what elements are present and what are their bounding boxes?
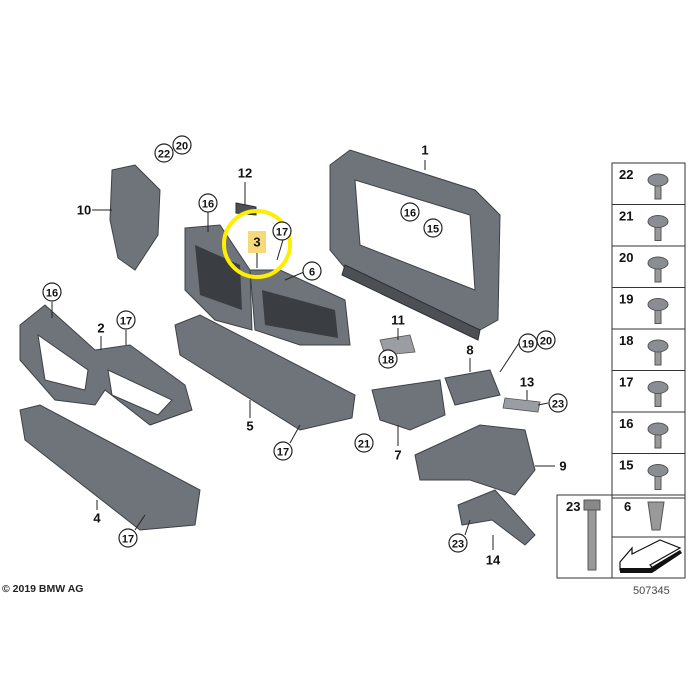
part-14-bracket[interactable] bbox=[457, 489, 536, 546]
callout-1[interactable]: 1 bbox=[421, 143, 428, 158]
callout-17[interactable]: 17 bbox=[118, 528, 138, 548]
fastener-17-icon bbox=[647, 381, 669, 407]
callout-12[interactable]: 12 bbox=[238, 166, 252, 181]
part-1-frame[interactable] bbox=[329, 149, 501, 341]
callout-22[interactable]: 22 bbox=[154, 143, 174, 163]
callout-16[interactable]: 16 bbox=[400, 202, 420, 222]
fastener-18-icon bbox=[647, 339, 669, 366]
callout-14[interactable]: 14 bbox=[486, 553, 501, 568]
copyright: © 2019 BMW AG bbox=[2, 583, 83, 595]
callout-label: 3 bbox=[253, 235, 260, 250]
part-10-duct[interactable] bbox=[109, 164, 161, 271]
callout-3[interactable]: 3 bbox=[253, 235, 260, 250]
callout-13[interactable]: 13 bbox=[520, 375, 534, 390]
callout-label: 16 bbox=[46, 288, 58, 300]
callout-label: 11 bbox=[391, 313, 405, 328]
callout-label: 16 bbox=[404, 208, 416, 220]
callout-label: 21 bbox=[358, 439, 370, 451]
callout-label: 22 bbox=[158, 149, 170, 161]
callout-8[interactable]: 8 bbox=[466, 343, 473, 358]
callout-label: 17 bbox=[122, 534, 134, 546]
nut-6-icon bbox=[647, 501, 665, 531]
callout-label: 13 bbox=[520, 375, 534, 390]
callout-label: 12 bbox=[238, 166, 252, 181]
callout-9[interactable]: 9 bbox=[559, 459, 566, 474]
callout-label: 14 bbox=[486, 553, 501, 568]
callout-23[interactable]: 23 bbox=[548, 393, 568, 413]
callout-label: 8 bbox=[466, 343, 473, 358]
fastener-19-icon bbox=[647, 298, 669, 324]
part-2-grille-frame[interactable] bbox=[19, 304, 193, 426]
callout-15[interactable]: 15 bbox=[423, 218, 443, 238]
callout-20[interactable]: 20 bbox=[172, 135, 192, 155]
callout-7[interactable]: 7 bbox=[394, 448, 401, 463]
callout-label: 2 bbox=[97, 321, 104, 336]
callout-label: 6 bbox=[309, 267, 315, 279]
leader-lines bbox=[51, 160, 555, 550]
table-label-22: 22 bbox=[619, 167, 633, 182]
callout-label: 5 bbox=[246, 419, 253, 434]
callout-label: 18 bbox=[382, 355, 394, 367]
callout-20[interactable]: 20 bbox=[536, 330, 556, 350]
highlight-box bbox=[248, 231, 266, 253]
part-4-shutter[interactable] bbox=[19, 404, 201, 531]
table-label-21: 21 bbox=[619, 209, 633, 224]
callout-label: 4 bbox=[93, 511, 101, 526]
callout-label: 17 bbox=[276, 227, 288, 239]
callout-5[interactable]: 5 bbox=[246, 419, 253, 434]
callout-18[interactable]: 18 bbox=[378, 349, 398, 369]
fastener-16-icon bbox=[647, 422, 669, 449]
callout-11[interactable]: 11 bbox=[391, 313, 405, 328]
diagram-number: 507345 bbox=[633, 585, 670, 597]
callout-16[interactable]: 16 bbox=[42, 282, 62, 302]
fastener-table bbox=[556, 162, 686, 579]
callout-label: 23 bbox=[552, 399, 564, 411]
part-7-duct[interactable] bbox=[371, 379, 446, 431]
callout-label: 9 bbox=[559, 459, 566, 474]
callout-21[interactable]: 21 bbox=[354, 433, 374, 453]
callout-label: 15 bbox=[427, 224, 439, 236]
table-label-6: 6 bbox=[624, 499, 631, 514]
callout-10[interactable]: 10 bbox=[77, 203, 91, 218]
callout-4[interactable]: 4 bbox=[93, 511, 101, 526]
part-9-duct[interactable] bbox=[414, 424, 536, 496]
callout-label: 7 bbox=[394, 448, 401, 463]
callout-label: 17 bbox=[120, 316, 132, 328]
callout-label: 19 bbox=[522, 339, 534, 351]
callout-label: 23 bbox=[452, 539, 464, 551]
callout-17[interactable]: 17 bbox=[272, 221, 292, 241]
callout-19[interactable]: 19 bbox=[518, 333, 538, 353]
callout-label: 20 bbox=[176, 141, 188, 153]
part-5-shutter[interactable] bbox=[174, 314, 356, 431]
fastener-20-icon bbox=[647, 256, 669, 283]
table-label-19: 19 bbox=[619, 292, 633, 307]
callout-23[interactable]: 23 bbox=[448, 533, 468, 553]
table-label-15: 15 bbox=[619, 458, 633, 473]
callout-17[interactable]: 17 bbox=[273, 441, 293, 461]
highlight-ring bbox=[222, 209, 292, 279]
callout-label: 10 bbox=[77, 203, 91, 218]
callout-6[interactable]: 6 bbox=[302, 261, 322, 281]
callout-2[interactable]: 2 bbox=[97, 321, 104, 336]
callout-label: 17 bbox=[277, 447, 289, 459]
bolt-23-icon bbox=[583, 499, 601, 571]
table-label-18: 18 bbox=[619, 333, 633, 348]
fastener-21-icon bbox=[647, 215, 669, 241]
callout-label: 16 bbox=[202, 199, 214, 211]
callout-label: 1 bbox=[421, 143, 428, 158]
part-8-duct[interactable] bbox=[444, 369, 501, 406]
table-label-23: 23 bbox=[566, 499, 580, 514]
callout-17[interactable]: 17 bbox=[116, 310, 136, 330]
part-13-bracket[interactable] bbox=[502, 397, 541, 413]
callout-16[interactable]: 16 bbox=[198, 193, 218, 213]
fastener-22-icon bbox=[647, 173, 669, 200]
callout-label: 20 bbox=[540, 336, 552, 348]
table-label-16: 16 bbox=[619, 416, 633, 431]
table-label-20: 20 bbox=[619, 250, 633, 265]
fastener-15-icon bbox=[647, 464, 669, 490]
table-label-17: 17 bbox=[619, 375, 633, 390]
direction-arrow-icon bbox=[619, 539, 682, 571]
